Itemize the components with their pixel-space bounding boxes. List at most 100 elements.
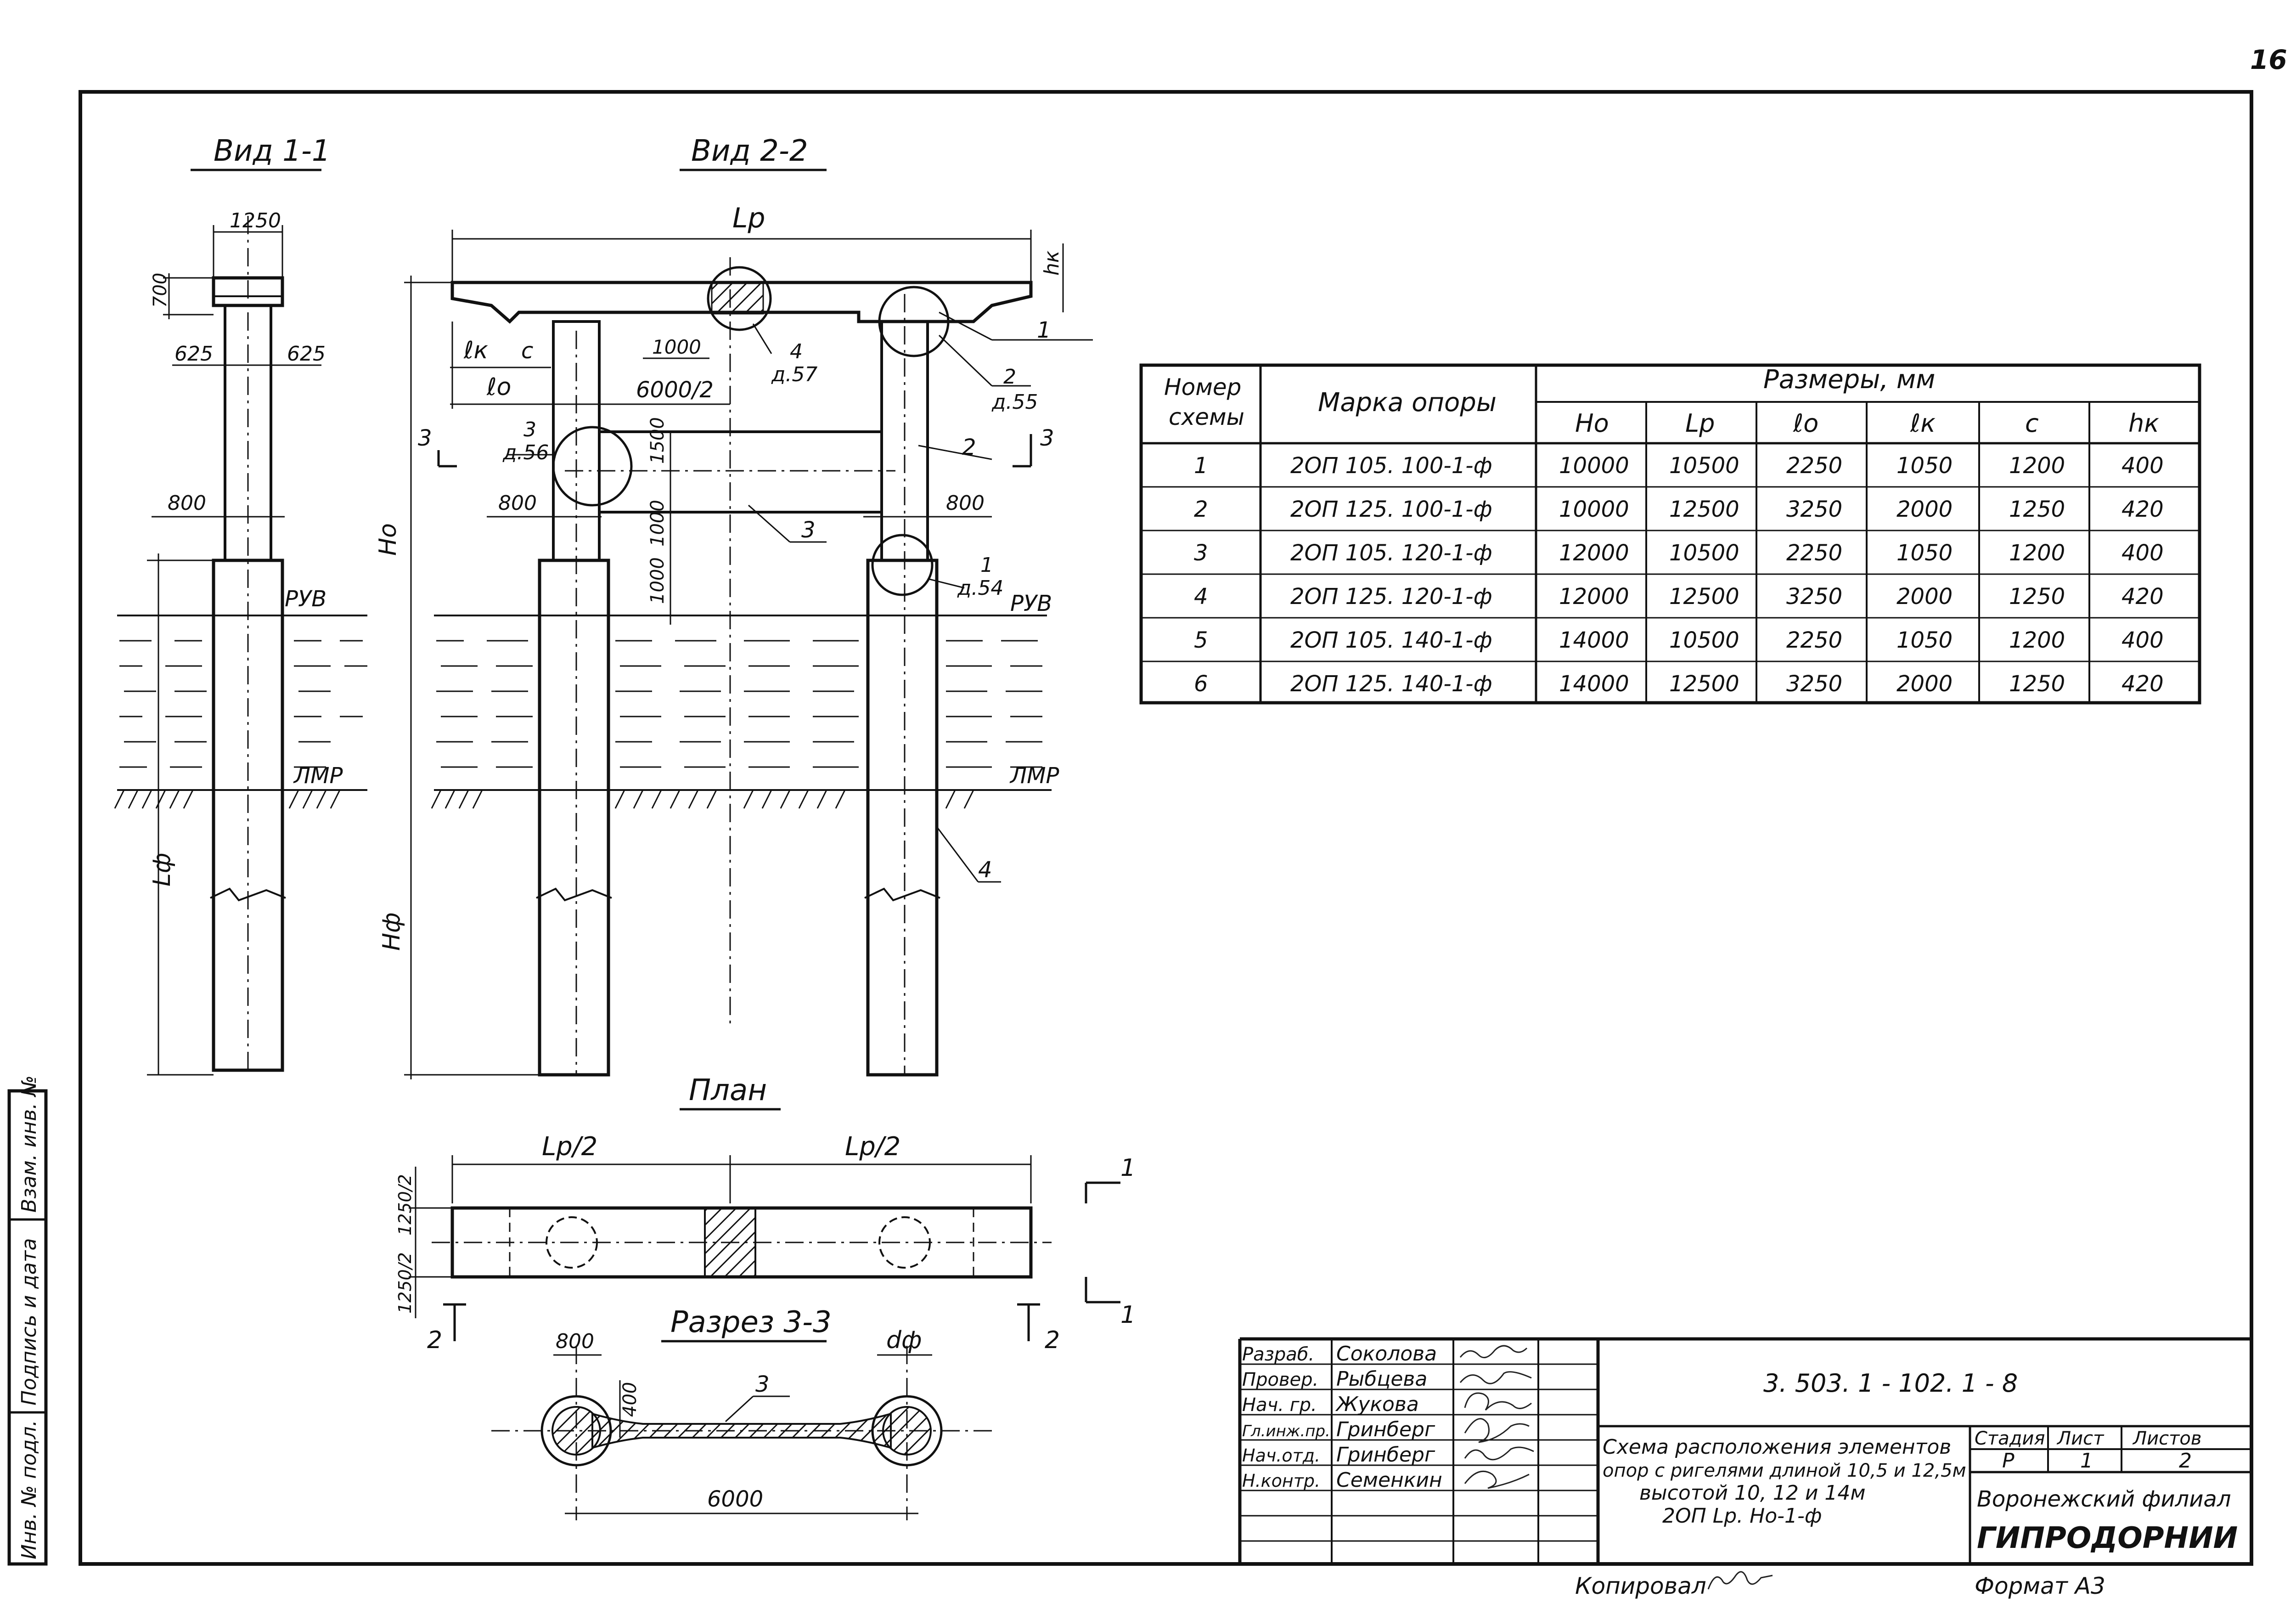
v22-lmr: ЛМР [1009,763,1059,789]
v22-callout-1b-ref: д.54 [957,576,1003,600]
table-cell: 14000 [1559,627,1629,653]
stamp-sheet-label: Лист [2056,1428,2105,1449]
table-cell: 1 [1194,453,1208,479]
view-1-1-title: Вид 1-1 [214,134,331,168]
side-stamp: Инв. № подл. Подпись и дата Взам. инв. № [7,1075,48,1566]
v22-sec-3-right: 3 [1040,425,1054,451]
table-header-lp: Lр [1685,409,1715,438]
v22-callout-4: 4 [790,340,803,363]
table-cell: 1250 [2009,584,2065,610]
v11-dim-800: 800 [168,491,206,515]
v22-lk: ℓк [463,337,488,364]
stamp-name: Соколова [1336,1342,1437,1366]
v11-dim-1250: 1250 [230,209,281,232]
stamp-title-1: Схема расположения элементов [1603,1435,1951,1459]
stamp-role: Разраб. [1242,1344,1314,1365]
table-cell: 2 [1194,497,1208,522]
v22-dim-800-left: 800 [498,491,537,515]
table-cell: 2000 [1896,497,1953,522]
table-cell: 6 [1194,671,1208,697]
table-header-num-2: схемы [1169,404,1244,430]
plan-sec-2-right: 2 [1045,1326,1060,1354]
table-cell: 420 [2122,584,2164,610]
table-cell: 12500 [1669,497,1739,522]
stamp-title-4: 2ОП Lр. Hо-1-ф [1662,1504,1822,1528]
table-cell: 2ОП 105. 100-1-ф [1290,453,1492,479]
section-dim-400: 400 [619,1382,641,1417]
v11-lf: Lф [148,853,176,886]
footer-format: Формат А3 [1975,1573,2105,1599]
side-stamp-sign: Подпись и дата [17,1238,41,1406]
view-1-1: Вид 1-1 1250 700 625 625 800 Lф РУВ [114,134,367,1076]
stamp-name: Жукова [1335,1393,1419,1416]
v22-callout-3-num: 3 [523,418,536,441]
stamp-stage: Р [2002,1449,2015,1473]
v22-callout-4-ref: д.57 [771,363,817,386]
title-block: Разраб. Провер. Нач. гр. Гл.инж.пр. Нач.… [1238,1337,2251,1564]
stamp-role: Н.контр. [1242,1471,1320,1491]
page-number: 16 [2250,44,2287,75]
plan-lp2-right: Lр/2 [845,1132,900,1162]
v11-lmr: ЛМР [293,763,343,789]
v22-dim-6000-2: 6000/2 [636,377,714,403]
table-cell: 12000 [1559,540,1629,566]
sheet-frame [79,90,2253,1566]
stamp-stage-label: Стадия [1975,1428,2045,1449]
table-cell: 2ОП 125. 140-1-ф [1290,671,1492,697]
stamp-role: Провер. [1242,1369,1318,1390]
stamp-name: Рыбцева [1336,1367,1427,1391]
stamp-role: Нач. гр. [1242,1394,1317,1416]
plan-dim-1250-a: 1250/2 [395,1174,415,1236]
table-cell: 10500 [1669,627,1739,653]
table-cell: 400 [2122,540,2164,566]
table-cell: 1050 [1896,540,1953,566]
stamp-title-2: опор с ригелями длиной 10,5 и 12,5м [1603,1460,1966,1481]
table-cell: 2ОП 105. 140-1-ф [1290,627,1492,653]
table-cell: 12500 [1669,671,1739,697]
table-cell: 2250 [1786,627,1842,653]
v22-lp: Lр [732,202,765,234]
view-2-2: Вид 2-2 Lр hк Hо Hф ℓк с ℓо [374,134,1093,1079]
copier-signature [1707,1571,1773,1590]
table-cell: 1250 [2009,497,2065,522]
section-3-3: Разрез 3-3 800 dф 400 3 6000 [491,1305,992,1520]
stamp-sheets: 2 [2179,1449,2192,1473]
stamp-role: Гл.инж.пр. [1242,1422,1330,1440]
table-cell: 2250 [1786,453,1842,479]
table-cell: 2ОП 105. 120-1-ф [1290,540,1492,566]
v22-ho: Hо [374,523,402,556]
table-cell: 2ОП 125. 100-1-ф [1290,497,1492,522]
plan-sec-2-left: 2 [427,1326,442,1354]
table-header-num-1: Номер [1164,374,1241,401]
table-cell: 10500 [1669,540,1739,566]
table-cell: 1250 [2009,671,2065,697]
v22-dim-1000-c: 1000 [647,557,668,604]
v22-dim-1500: 1500 [647,417,668,464]
v22-callout-4b: 4 [978,857,992,883]
v22-dim-800-right: 800 [946,491,985,515]
table-cell: 1050 [1896,453,1953,479]
table-cell: 12500 [1669,584,1739,610]
v22-callout-1: 1 [1037,317,1051,343]
table-cell: 3250 [1786,497,1842,522]
table-cell: 10500 [1669,453,1739,479]
table-cell: 10000 [1559,497,1629,522]
stamp-name: Гринберг [1336,1443,1435,1467]
table-header-hk: hк [2128,409,2159,438]
table-cell: 1200 [2009,540,2065,566]
plan-view: План Lр/2 Lр/2 1250/2 1250/2 1 1 2 2 [395,1073,1136,1354]
stamp-name: Гринберг [1336,1418,1435,1441]
section-callout-3: 3 [755,1372,770,1397]
stamp-doc-code: 3. 503. 1 - 102. 1 - 8 [1763,1369,2018,1398]
stamp-org-1: Воронежский филиал [1977,1486,2231,1512]
table-header-lo: ℓо [1793,409,1818,438]
v22-callout-3-ref: д.56 [502,441,549,464]
v22-hf: Hф [378,912,405,951]
table-cell: 2ОП 125. 120-1-ф [1290,584,1492,610]
handwritten-signatures [1459,1345,1534,1489]
table-cell: 1050 [1896,627,1953,653]
plan-title: План [689,1073,767,1107]
stamp-sheet: 1 [2080,1449,2093,1473]
stamp-title-3: высотой 10, 12 и 14м [1639,1481,1866,1505]
